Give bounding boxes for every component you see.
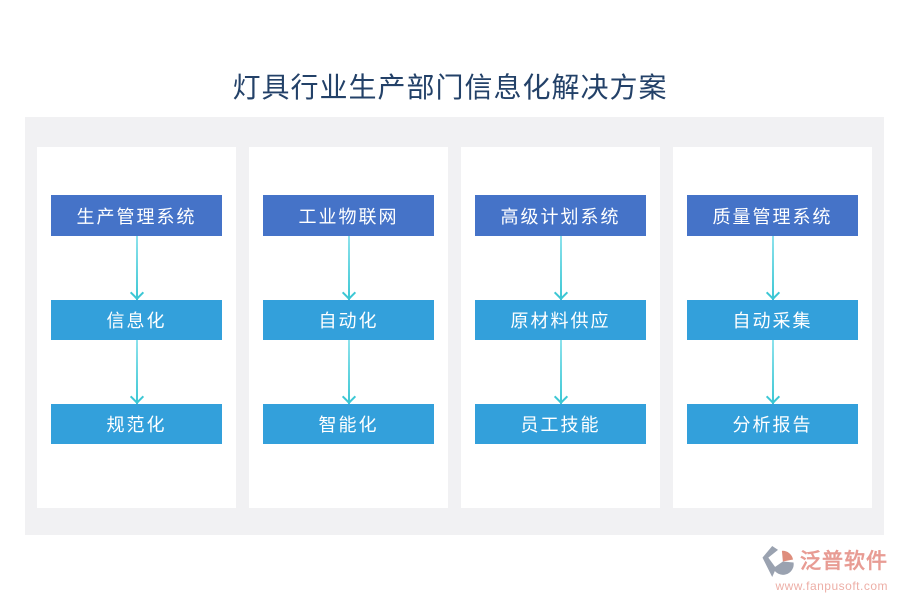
arrow-down-icon: [135, 340, 138, 404]
arrow-down-icon: [135, 236, 138, 300]
flow-header-box: 生产管理系统: [51, 195, 222, 236]
brand-name: 泛普软件: [800, 549, 888, 573]
flow-step-box: 规范化: [51, 404, 222, 444]
flow-header-box: 质量管理系统: [687, 195, 858, 236]
flow-column-industrial-iot: 工业物联网 自动化 智能化: [249, 147, 448, 508]
flow-step-box: 原材料供应: [475, 300, 646, 340]
flow-header-box: 工业物联网: [263, 195, 434, 236]
brand-website: www.fanpusoft.com: [775, 579, 888, 593]
arrow-down-icon: [559, 236, 562, 300]
fanpu-logo: 泛普软件 www.fanpusoft.com: [761, 545, 888, 593]
arrow-down-icon: [771, 340, 774, 404]
flow-step-box: 分析报告: [687, 404, 858, 444]
diagram-panel: 生产管理系统 信息化 规范化 工业物联网 自动化 智能化 高级计划系统 原材料供…: [25, 117, 884, 535]
flow-step-box: 信息化: [51, 300, 222, 340]
fanpu-logo-icon: [761, 545, 797, 578]
arrow-down-icon: [347, 340, 350, 404]
page-title: 灯具行业生产部门信息化解决方案: [232, 73, 668, 104]
arrow-down-icon: [771, 236, 774, 300]
flow-step-box: 自动采集: [687, 300, 858, 340]
flow-column-production-management: 生产管理系统 信息化 规范化: [37, 147, 236, 508]
arrow-down-icon: [347, 236, 350, 300]
flow-step-box: 智能化: [263, 404, 434, 444]
flow-header-box: 高级计划系统: [475, 195, 646, 236]
flow-column-advanced-planning: 高级计划系统 原材料供应 员工技能: [461, 147, 660, 508]
flow-step-box: 自动化: [263, 300, 434, 340]
flow-step-box: 员工技能: [475, 404, 646, 444]
flow-column-quality-management: 质量管理系统 自动采集 分析报告: [673, 147, 872, 508]
arrow-down-icon: [559, 340, 562, 404]
